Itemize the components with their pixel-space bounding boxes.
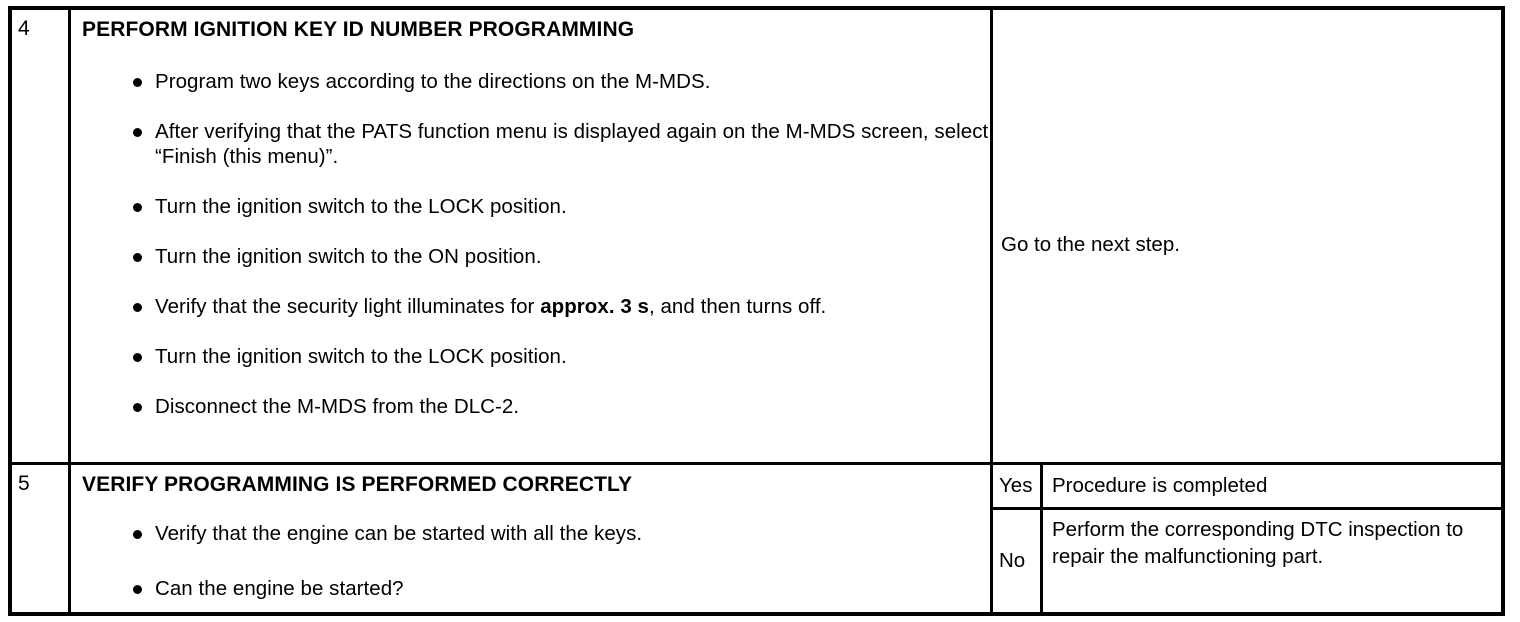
- list-item: Program two keys according to the direct…: [71, 69, 990, 94]
- bullet-dot-icon: [133, 253, 142, 262]
- result-action-text-no: Perform the corresponding DTC inspection…: [1052, 518, 1464, 568]
- bullet-text: Turn the ignition switch to the LOCK pos…: [155, 195, 567, 218]
- result-label-yes: Yes: [993, 465, 1043, 507]
- list-item: Turn the ignition switch to the LOCK pos…: [71, 344, 990, 369]
- result-action-text-yes: Procedure is completed: [1052, 474, 1268, 497]
- bullet-dot-icon: [133, 403, 142, 412]
- bullet-dot-icon: [133, 353, 142, 362]
- bullet-text: Program two keys according to the direct…: [155, 70, 711, 93]
- result-label-no: No: [993, 510, 1043, 612]
- bullet-dot-icon: [133, 303, 142, 312]
- bullet-text: Verify that the security light illuminat…: [155, 294, 990, 319]
- list-item: Turn the ignition switch to the LOCK pos…: [71, 194, 990, 219]
- bullet-dot-icon: [133, 203, 142, 212]
- step-result-cell-4: Go to the next step.: [993, 10, 1501, 462]
- result-row-yes: Yes Procedure is completed: [993, 465, 1501, 510]
- list-item: After verifying that the PATS function m…: [71, 119, 990, 169]
- bullet-text: Turn the ignition switch to the LOCK pos…: [155, 345, 567, 368]
- step-title-4: PERFORM IGNITION KEY ID NUMBER PROGRAMMI…: [82, 18, 635, 41]
- diagnostic-procedure-table: 4 PERFORM IGNITION KEY ID NUMBER PROGRAM…: [8, 6, 1505, 616]
- bullet-text-emphasis: approx. 3 s: [540, 295, 649, 318]
- step-body-cell-4: PERFORM IGNITION KEY ID NUMBER PROGRAMMI…: [71, 10, 993, 462]
- step-number-cell-4: 4: [12, 10, 71, 462]
- bullet-text: Can the engine be started?: [155, 577, 404, 600]
- step-number-cell-5: 5: [12, 465, 71, 612]
- step-4-bullet-list: Program two keys according to the direct…: [71, 69, 990, 444]
- step-body-cell-5: VERIFY PROGRAMMING IS PERFORMED CORRECTL…: [71, 465, 993, 612]
- list-item: Verify that the engine can be started wi…: [71, 521, 990, 546]
- list-item: Verify that the security light illuminat…: [71, 294, 990, 319]
- list-item: Disconnect the M-MDS from the DLC-2.: [71, 394, 990, 419]
- step-title-5: VERIFY PROGRAMMING IS PERFORMED CORRECTL…: [82, 473, 633, 496]
- table-row-step-5: 5 VERIFY PROGRAMMING IS PERFORMED CORREC…: [12, 465, 1501, 612]
- bullet-text: Turn the ignition switch to the ON posit…: [155, 245, 542, 268]
- bullet-text-lead: Verify that the security light illuminat…: [155, 295, 541, 318]
- table-row-step-4: 4 PERFORM IGNITION KEY ID NUMBER PROGRAM…: [12, 10, 1501, 465]
- result-action-text-4: Go to the next step.: [1001, 233, 1180, 256]
- step-result-cell-5: Yes Procedure is completed No Perform th…: [993, 465, 1501, 612]
- bullet-text-tail: , and then turns off.: [648, 295, 827, 318]
- bullet-dot-icon: [133, 585, 142, 594]
- list-item: Turn the ignition switch to the ON posit…: [71, 244, 990, 269]
- result-row-no: No Perform the corresponding DTC inspect…: [993, 510, 1501, 612]
- bullet-text: Disconnect the M-MDS from the DLC-2.: [155, 395, 520, 418]
- step-number-5: 5: [18, 472, 30, 495]
- step-5-bullet-list: Verify that the engine can be started wi…: [71, 521, 990, 622]
- list-item: Can the engine be started?: [71, 576, 990, 601]
- bullet-dot-icon: [133, 530, 142, 539]
- bullet-text: Verify that the engine can be started wi…: [155, 522, 643, 545]
- bullet-text: After verifying that the PATS function m…: [155, 120, 989, 168]
- bullet-dot-icon: [133, 128, 142, 137]
- bullet-dot-icon: [133, 78, 142, 87]
- step-number-4: 4: [18, 17, 30, 40]
